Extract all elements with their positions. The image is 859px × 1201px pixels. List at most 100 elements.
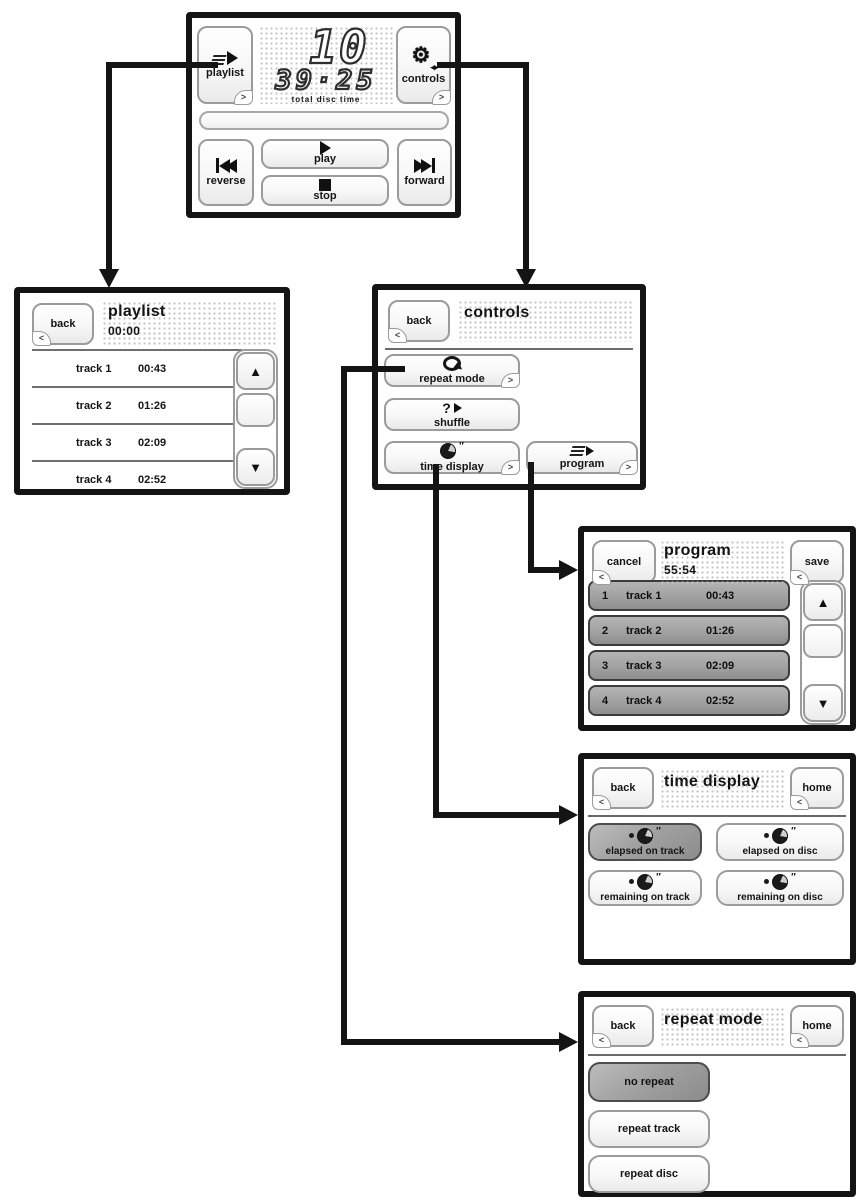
divider	[588, 815, 846, 817]
arrow-playlist-horizontal	[106, 62, 218, 68]
page-title: repeat mode	[664, 1011, 763, 1028]
cancel-button-label: cancel	[606, 555, 642, 568]
arrow-repeatmode-horizontal	[341, 1039, 563, 1045]
program-track-time: 00:43	[706, 589, 735, 602]
forward-button[interactable]: forward	[397, 139, 452, 206]
repeat-option-label: repeat track	[617, 1122, 681, 1135]
track-name: track 3	[76, 436, 112, 449]
controls-button-label: controls	[401, 73, 446, 85]
back-button[interactable]: back <	[592, 1005, 654, 1048]
track-time: 02:52	[138, 473, 167, 486]
home-button[interactable]: home <	[790, 767, 844, 810]
program-track-row[interactable]: 4 track 4 02:52	[588, 685, 790, 716]
playlist-title-text: playlist	[108, 303, 166, 320]
remaining-on-disc-button[interactable]: ″ remaining on disc	[716, 870, 844, 906]
program-track-row[interactable]: 1 track 1 00:43	[588, 580, 790, 611]
header-texture	[660, 1007, 786, 1047]
track-row[interactable]: track 2 01:26	[32, 386, 242, 423]
no-repeat-button[interactable]: no repeat	[588, 1062, 710, 1102]
home-button-label: home	[802, 1019, 832, 1032]
scroll-up-icon: ▲	[249, 363, 262, 379]
chevron-left-corner-icon: <	[592, 570, 611, 585]
track-time: 01:26	[138, 399, 167, 412]
time-mode-icon: ″	[764, 826, 796, 844]
time-mode-icon: ″	[629, 826, 661, 844]
chevron-right-corner-icon: >	[432, 90, 451, 105]
program-track-row[interactable]: 2 track 2 01:26	[588, 615, 790, 646]
scrollbar-thumb[interactable]	[803, 624, 843, 658]
elapsed-on-track-button[interactable]: ″ elapsed on track	[588, 823, 702, 861]
arrow-program-vertical	[528, 462, 534, 573]
program-track-row[interactable]: 3 track 3 02:09	[588, 650, 790, 681]
stop-icon	[319, 178, 331, 191]
arrow-controls-horizontal	[437, 62, 529, 68]
track-name: track 2	[76, 399, 112, 412]
save-button[interactable]: save <	[790, 540, 844, 585]
scroll-down-button[interactable]: ▼	[803, 684, 843, 722]
time-option-label: remaining on disc	[737, 891, 823, 903]
shuffle-button-label: shuffle	[433, 416, 471, 429]
time-display-button-label: time display	[420, 460, 484, 473]
header-texture	[660, 769, 786, 809]
scroll-up-icon: ▲	[816, 594, 830, 610]
time-display-screen-panel: back < time display home < ″ elapsed on …	[578, 753, 856, 965]
track-row[interactable]: track 4 02:52	[32, 460, 242, 497]
playlist-screen-panel: back < playlist 00:00 track 1 00:43 trac…	[14, 287, 290, 495]
progress-bar[interactable]	[199, 111, 449, 130]
track-list: track 1 00:43 track 2 01:26 track 3 02:0…	[32, 349, 242, 497]
program-button[interactable]: program >	[526, 441, 638, 475]
repeat-option-label: no repeat	[624, 1075, 674, 1088]
back-button-label: back	[610, 1019, 636, 1032]
back-button[interactable]: back <	[32, 303, 94, 346]
remaining-on-track-button[interactable]: ″ remaining on track	[588, 870, 702, 906]
repeat-track-button[interactable]: repeat track	[588, 1110, 710, 1148]
back-button[interactable]: back <	[592, 767, 654, 810]
track-name: track 1	[76, 362, 112, 375]
scrollbar-thumb[interactable]	[236, 393, 275, 427]
chevron-left-corner-icon: <	[790, 1033, 809, 1048]
repeat-disc-button[interactable]: repeat disc	[588, 1155, 710, 1193]
back-button-label: back	[610, 781, 636, 794]
program-track-time: 01:26	[706, 624, 735, 637]
track-time: 02:09	[138, 436, 167, 449]
scroll-down-button[interactable]: ▼	[236, 448, 275, 486]
scroll-up-button[interactable]: ▲	[803, 583, 843, 621]
page-title: program 55:54	[664, 542, 731, 577]
repeat-icon	[443, 356, 461, 371]
chevron-left-corner-icon: <	[592, 795, 611, 810]
track-row[interactable]: track 1 00:43	[32, 349, 242, 386]
time-display-button[interactable]: ″ time display >	[384, 441, 520, 475]
scroll-down-icon: ▼	[816, 695, 830, 711]
controls-button[interactable]: ⚙ ◂▸ controls >	[396, 26, 451, 105]
scroll-down-icon: ▼	[249, 459, 262, 475]
header-texture	[458, 300, 632, 342]
page-title: controls	[464, 304, 530, 321]
cancel-button[interactable]: cancel <	[592, 540, 656, 585]
arrow-program-horizontal	[528, 567, 562, 573]
chevron-right-corner-icon: >	[501, 460, 520, 475]
chevron-left-corner-icon: <	[388, 328, 407, 343]
stop-button[interactable]: stop	[261, 175, 389, 206]
track-row[interactable]: track 3 02:09	[32, 423, 242, 460]
repeat-mode-screen-panel: back < repeat mode home < no repeat repe…	[578, 991, 856, 1197]
playlist-icon	[210, 51, 238, 65]
home-button[interactable]: home <	[790, 1005, 844, 1048]
skip-back-icon	[215, 158, 237, 173]
arrow-timedisplay-vertical	[433, 464, 439, 818]
arrow-playlist-head-icon	[99, 269, 119, 288]
scroll-up-button[interactable]: ▲	[236, 352, 275, 390]
arrow-timedisplay-head-icon	[559, 805, 578, 825]
arrow-repeatmode-start	[341, 366, 405, 372]
forward-button-label: forward	[404, 175, 445, 187]
play-button[interactable]: play	[261, 139, 389, 169]
track-name: track 4	[76, 473, 112, 486]
program-track-time: 02:09	[706, 659, 735, 672]
back-button[interactable]: back <	[388, 300, 450, 343]
chevron-left-corner-icon: <	[592, 1033, 611, 1048]
reverse-button[interactable]: reverse	[198, 139, 254, 206]
program-track-number: 1	[602, 589, 609, 602]
elapsed-on-disc-button[interactable]: ″ elapsed on disc	[716, 823, 844, 861]
shuffle-button[interactable]: ? shuffle	[384, 398, 520, 431]
program-total-time: 55:54	[664, 563, 697, 577]
